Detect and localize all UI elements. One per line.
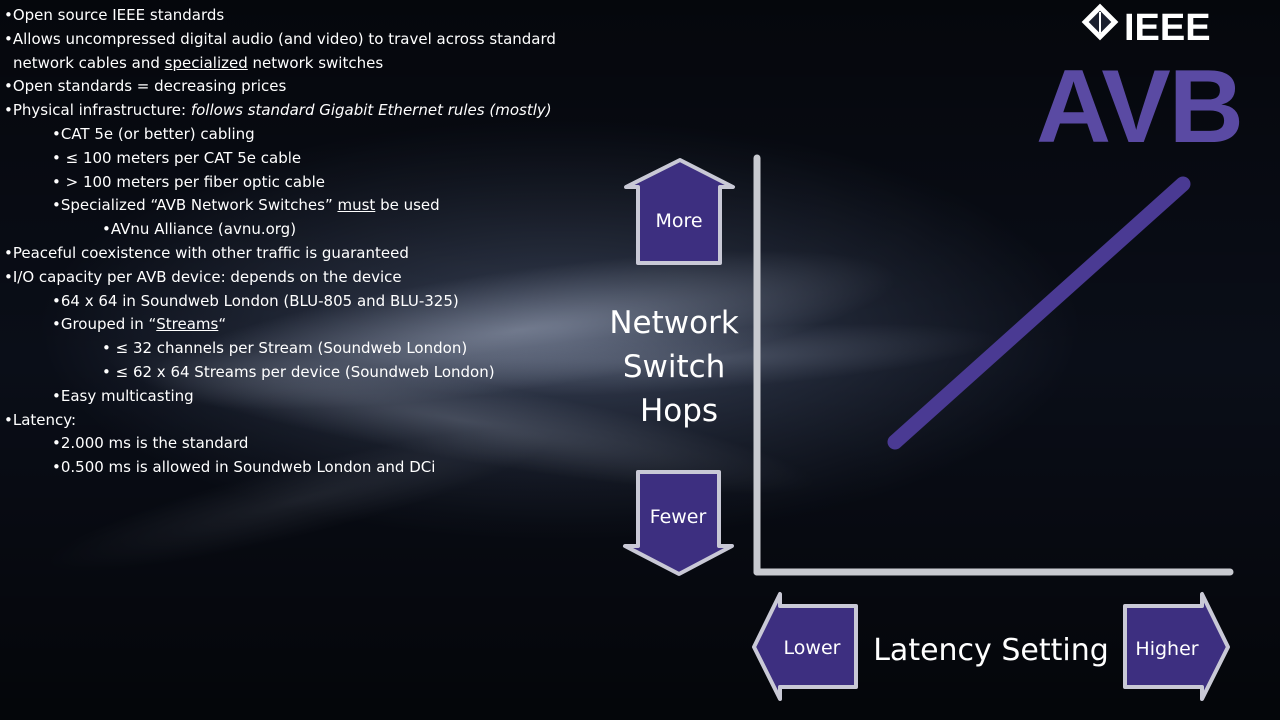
bullet-text: •2.000 ms is the standard xyxy=(52,434,249,453)
ieee-avb-logo: IEEE AVB xyxy=(1036,3,1244,155)
bullet-line: •Allows uncompressed digital audio (and … xyxy=(4,28,604,52)
bullet-line: •2.000 ms is the standard xyxy=(4,432,604,456)
bullet-text: follows standard Gigabit Ethernet rules … xyxy=(190,101,552,120)
fewer-arrow: Fewer xyxy=(623,470,734,576)
bullet-text: • ≤ 32 channels per Stream (Soundweb Lon… xyxy=(102,339,468,358)
bullet-text: •64 x 64 in Soundweb London (BLU-805 and… xyxy=(52,291,459,310)
bullet-line: •64 x 64 in Soundweb London (BLU-805 and… xyxy=(4,290,604,314)
bullet-list: •Open source IEEE standards •Allows uncom… xyxy=(4,4,604,480)
bullet-line: •Open source IEEE standards xyxy=(4,4,604,28)
trend-line xyxy=(887,176,1191,450)
bullet-text: •Allows uncompressed digital audio (and … xyxy=(4,29,556,48)
bullet-text: • > 100 meters per fiber optic cable xyxy=(52,172,325,191)
bullet-text: •0.500 ms is allowed in Soundweb London … xyxy=(52,458,436,477)
bullet-line: • > 100 meters per fiber optic cable xyxy=(4,171,604,195)
bullet-line: • ≤ 100 meters per CAT 5e cable xyxy=(4,147,604,171)
y-axis-label: Network Switch Hops xyxy=(609,305,748,429)
bullet-text: •Physical infrastructure: xyxy=(4,101,191,120)
y-axis-label-line-3: Hops xyxy=(640,393,718,429)
bullet-line: •Peaceful coexistence with other traffic… xyxy=(4,242,604,266)
bullet-text: •Latency: xyxy=(4,410,77,429)
y-axis-label-line-2: Switch xyxy=(623,349,726,385)
bullet-text: •CAT 5e (or better) cabling xyxy=(52,124,255,143)
bullet-line: •Grouped in “Streams“ xyxy=(4,313,604,337)
bullet-line: network cables and specialized network s… xyxy=(4,52,604,76)
fewer-label: Fewer xyxy=(650,506,707,528)
bullet-text: • ≤ 100 meters per CAT 5e cable xyxy=(52,148,302,167)
more-label: More xyxy=(655,210,702,232)
lower-label: Lower xyxy=(784,637,841,659)
bullet-text: specialized xyxy=(164,53,248,72)
bullet-line: • ≤ 62 x 64 Streams per device (Soundweb… xyxy=(4,361,604,385)
bullet-text: network switches xyxy=(247,53,384,72)
bullet-line: •0.500 ms is allowed in Soundweb London … xyxy=(4,456,604,480)
ieee-diamond-icon xyxy=(1081,3,1119,41)
more-arrow: More xyxy=(624,158,735,265)
bullet-text: •Open standards = decreasing prices xyxy=(4,77,287,96)
bullet-text: •I/O capacity per AVB device: depends on… xyxy=(4,267,402,286)
bullet-line: •Easy multicasting xyxy=(4,385,604,409)
bullet-text: network cables and xyxy=(13,53,165,72)
bullet-line: • ≤ 32 channels per Stream (Soundweb Lon… xyxy=(4,337,604,361)
bullet-text: “ xyxy=(218,315,227,334)
ieee-wordmark: IEEE xyxy=(1124,7,1211,49)
bullet-text: •Easy multicasting xyxy=(52,386,194,405)
avb-wordmark: AVB xyxy=(1036,49,1242,155)
bullet-text: •Grouped in “ xyxy=(52,315,157,334)
bullet-line: •Latency: xyxy=(4,409,604,433)
higher-arrow: Higher xyxy=(1123,592,1230,701)
bullet-text: must xyxy=(337,196,376,215)
x-axis-label: Latency Setting xyxy=(873,633,1109,668)
bullet-line: •Open standards = decreasing prices xyxy=(4,75,604,99)
bullet-text: •Peaceful coexistence with other traffic… xyxy=(4,243,409,262)
higher-label: Higher xyxy=(1135,638,1198,660)
bullet-text: •Specialized “AVB Network Switches” xyxy=(52,196,338,215)
bullet-line: •AVnu Alliance (avnu.org) xyxy=(4,218,604,242)
bullet-text: • ≤ 62 x 64 Streams per device (Soundweb… xyxy=(102,362,495,381)
y-axis-label-line-1: Network xyxy=(609,305,738,341)
lower-arrow: Lower xyxy=(752,592,858,701)
bullet-line: •Specialized “AVB Network Switches” must… xyxy=(4,194,604,218)
bullet-text: be used xyxy=(375,196,440,215)
bullet-text: •Open source IEEE standards xyxy=(4,6,225,24)
bullet-line: •Physical infrastructure: follows standa… xyxy=(4,99,604,123)
bullet-text: Streams xyxy=(156,315,219,334)
bullet-line: •I/O capacity per AVB device: depends on… xyxy=(4,266,604,290)
bullet-line: •CAT 5e (or better) cabling xyxy=(4,123,604,147)
bullet-text: •AVnu Alliance (avnu.org) xyxy=(102,220,297,239)
